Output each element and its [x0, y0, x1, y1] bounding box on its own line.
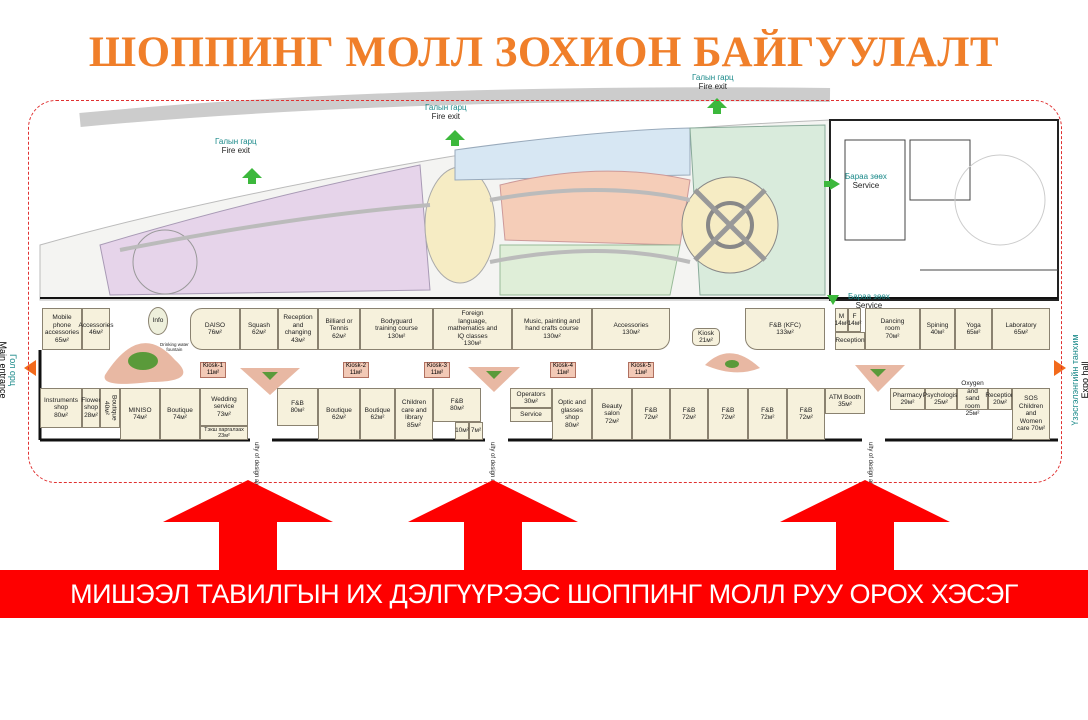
- planters: [104, 343, 905, 395]
- room-10: 10м²: [455, 422, 469, 440]
- building-block: [829, 119, 1059, 301]
- squash: Squash 62м²: [240, 308, 278, 350]
- kiosk-5: Kiosk-5 11м²: [628, 362, 655, 378]
- boutique-40: Boutique 40м²: [100, 388, 120, 428]
- expo-hall-arrow: [1054, 360, 1066, 376]
- room-23: Тэкш харгалзах 23м²: [200, 426, 248, 440]
- fb-72-5: F&B 72м²: [787, 388, 825, 440]
- service-room: Service: [510, 408, 552, 422]
- shop-mobile-accessories: Mobile phone accessories 65м²: [42, 308, 82, 350]
- billiard-tennis: Billiard or Tennis 62м²: [318, 308, 360, 350]
- language-classes: Foreign language, mathematics and IQ cla…: [433, 308, 512, 350]
- shop-accessories: Accessories 46м²: [78, 308, 114, 350]
- yoga: Yoga 65м²: [955, 308, 992, 350]
- restroom-m: M 14м²: [835, 308, 848, 332]
- optic-glasses-shop: Optic and glasses shop 80м²: [552, 388, 592, 440]
- plan-boundary: [28, 100, 1062, 483]
- green-zone-left: [499, 244, 681, 296]
- bodyguard-course: Bodyguard training course 130м²: [360, 308, 433, 350]
- laboratory: Laboratory 65м²: [992, 308, 1050, 350]
- operators: Operators 30м²: [510, 388, 552, 408]
- fb-72-3: F&B 72м²: [708, 388, 748, 440]
- page-title: ШОППИНГ МОЛЛ ЗОХИОН БАЙГУУЛАЛТ: [88, 29, 1000, 76]
- fb-72-1: F&B 72м²: [632, 388, 670, 440]
- boutique-62-b: Boutique 62м²: [360, 388, 395, 440]
- entry-arrow-1: [163, 480, 333, 572]
- atm-booth: ATM Booth 35м²: [825, 388, 865, 414]
- exit-arrows: [242, 98, 840, 305]
- wedding-service: Wedding service 73м²: [200, 388, 248, 426]
- fb-80-a: F&B 80м²: [277, 388, 318, 426]
- fb-80-b: F&B 80м²: [433, 388, 481, 422]
- reception-20: Reception 20м²: [985, 388, 1015, 410]
- reception-gym: Reception: [835, 332, 865, 350]
- drinking-water-label: Drinking water fountain: [160, 342, 189, 352]
- shop-daiso: DAISO 76м²: [190, 308, 240, 350]
- oxygen-sand-room: Oxygen and sand room 25м²: [957, 380, 988, 417]
- pharmacy: Pharmacy 29м²: [890, 388, 925, 410]
- music-painting-course: Music, painting and hand crafts course 1…: [512, 308, 592, 350]
- kiosk-1: Kiosk-1 11м²: [200, 362, 227, 378]
- entry-arrow-2: [408, 480, 578, 572]
- sos-children-women-care: SOS Children and Women care 70м²: [1012, 388, 1050, 440]
- kiosk-3: Kiosk-3 11м²: [424, 362, 451, 378]
- shop-accessories-2: Accessories 130м²: [592, 308, 670, 350]
- boutique-74: Boutique 74м²: [160, 388, 200, 440]
- miniso: MINISO 74м²: [120, 388, 160, 440]
- spining: Spining 40м²: [920, 308, 955, 350]
- fb-72-4: F&B 72м²: [748, 388, 787, 440]
- kiosk-4: Kiosk-4 11м²: [550, 362, 577, 378]
- fb-72-2: F&B 72м²: [670, 388, 708, 440]
- restroom-f: F 14м²: [848, 308, 861, 332]
- children-care-library: Children care and library 85м²: [395, 388, 433, 440]
- room-7: 7м²: [469, 422, 483, 440]
- fb-kfc: F&B (KFC) 133м²: [745, 308, 825, 350]
- kiosk-21: Kiosk 21м²: [692, 328, 720, 346]
- entrance-banner: МИШЭЭЛ ТАВИЛГЫН ИХ ДЭЛГҮҮРЭЭС ШОППИНГ МО…: [0, 570, 1088, 618]
- kiosk-2: Kiosk-2 11м²: [343, 362, 370, 378]
- beauty-salon: Beauty salon 72м²: [592, 388, 632, 440]
- dancing-room: Dancing room 70м²: [865, 308, 920, 350]
- instruments-shop: Instruments shop 80м²: [40, 388, 82, 428]
- boutique-62-a: Boutique 62м²: [318, 388, 360, 440]
- info-desk: Info: [148, 307, 168, 335]
- entry-arrow-3: [780, 480, 950, 572]
- psychologist: Psychologist 25м²: [923, 388, 959, 410]
- peach-zone: [499, 170, 691, 246]
- main-entrance-arrow: [24, 360, 36, 376]
- flower-shop: Flower shop 28м²: [81, 388, 101, 428]
- reception-changing: Reception and changing 43м²: [278, 308, 318, 350]
